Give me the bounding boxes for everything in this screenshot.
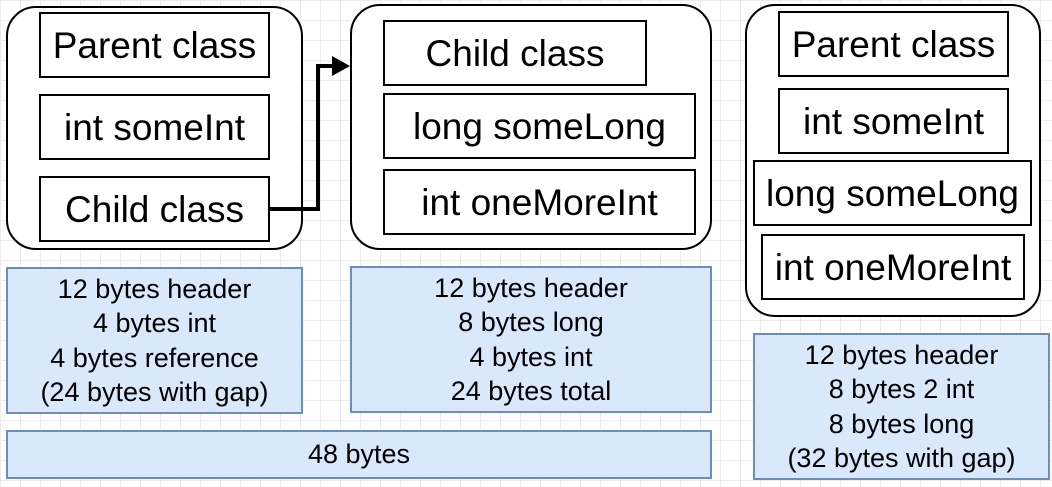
parent-class-field: Parent class [39, 12, 270, 78]
flattened-note-line: 12 bytes header [804, 339, 999, 370]
flattened-size-note: 12 bytes header 8 bytes 2 int 8 bytes lo… [753, 333, 1050, 480]
flattened-note-line: (32 bytes with gap) [787, 443, 1016, 473]
parent-note-line: 12 bytes header [57, 273, 252, 304]
child-class-title-field: Child class [383, 20, 647, 86]
long-somelong-field: long someLong [383, 93, 696, 159]
child-note-line: 24 bytes total [450, 376, 612, 406]
flat-parent-class-field: Parent class [778, 11, 1009, 77]
parent-note-line: 4 bytes int [92, 308, 217, 338]
parent-note-line: (24 bytes with gap) [40, 377, 269, 407]
child-note-line: 12 bytes header [434, 272, 628, 303]
parent-size-note: 12 bytes header 4 bytes int 4 bytes refe… [6, 267, 303, 414]
flat-int-someint-field: int someInt [778, 88, 1009, 154]
child-size-note: 12 bytes header 8 bytes long 4 bytes int… [350, 266, 712, 413]
flattened-note-line: 8 bytes 2 int [828, 374, 975, 404]
child-note-line: 8 bytes long [458, 307, 604, 337]
total-size-bar: 48 bytes [6, 430, 712, 479]
int-someint-field: int someInt [39, 94, 270, 160]
parent-note-line: 4 bytes reference [50, 342, 259, 373]
flattened-note-line: 8 bytes long [828, 408, 975, 439]
flat-int-onemoreint-field: int oneMoreInt [761, 234, 1025, 300]
flat-long-somelong-field: long someLong [753, 160, 1032, 226]
total-size-label: 48 bytes [307, 439, 411, 470]
child-class-reference-field: Child class [39, 176, 270, 242]
int-onemoreint-field: int oneMoreInt [383, 169, 696, 235]
child-note-line: 4 bytes int [469, 341, 593, 372]
